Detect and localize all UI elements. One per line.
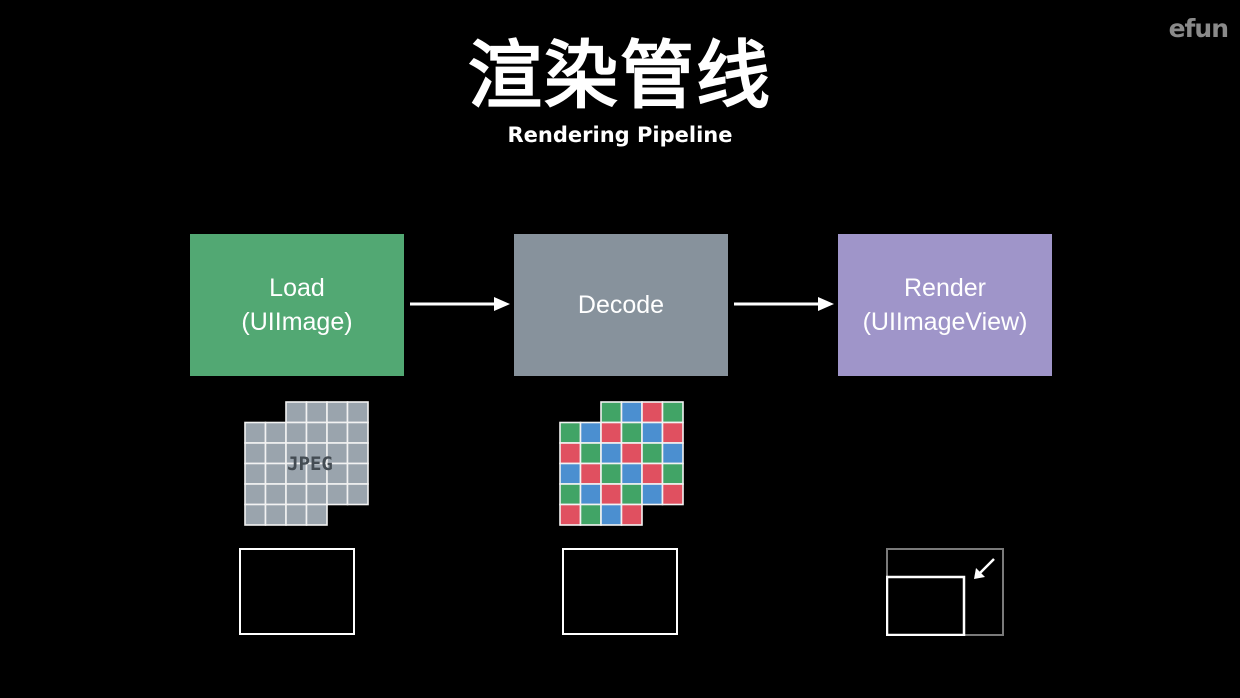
grid-cell — [326, 421, 349, 444]
stage-load: Load (UIImage) — [190, 234, 404, 376]
grid-cell — [641, 483, 664, 506]
grid-cell — [600, 503, 623, 526]
slide-title: 渲染管线 — [468, 33, 772, 119]
decoded-pixel-buffer — [559, 401, 684, 526]
grid-cell — [579, 442, 602, 465]
grid-cell — [244, 442, 267, 465]
grid-cell — [285, 401, 308, 424]
grid-cell — [559, 462, 582, 485]
grid-cell — [244, 503, 267, 526]
frame-placeholder — [239, 548, 355, 635]
grid-cell — [600, 421, 623, 444]
grid-cell — [661, 421, 684, 444]
grid-cell — [620, 442, 643, 465]
jpeg-data-buffer — [244, 401, 369, 526]
arrow-right-icon — [410, 297, 510, 311]
grid-cell — [641, 421, 664, 444]
grid-cell — [559, 483, 582, 506]
stage-render-sublabel: (UIImageView) — [862, 308, 1028, 336]
grid-cell — [661, 483, 684, 506]
stage-render-label: Render — [904, 274, 986, 302]
grid-cell — [620, 503, 643, 526]
grid-cell — [559, 442, 582, 465]
grid-cell — [600, 442, 623, 465]
grid-cell — [600, 462, 623, 485]
grid-cell — [244, 462, 267, 485]
grid-cell — [346, 483, 369, 506]
grid-cell — [579, 483, 602, 506]
grid-cell — [264, 442, 287, 465]
grid-cell — [661, 462, 684, 485]
stage-decode: Decode — [514, 234, 728, 376]
grid-cell — [346, 421, 369, 444]
arrow-right-icon — [734, 297, 834, 311]
grid-cell — [600, 483, 623, 506]
render-frame-icon — [886, 548, 1004, 636]
grid-cell — [285, 503, 308, 526]
grid-cell — [346, 462, 369, 485]
grid-cell — [579, 462, 602, 485]
slide-subtitle: Rendering Pipeline — [507, 123, 733, 147]
grid-cell — [661, 401, 684, 424]
grid-cell — [620, 401, 643, 424]
stage-load-sublabel: (UIImage) — [241, 308, 353, 336]
grid-cell — [264, 483, 287, 506]
grid-cell — [305, 503, 328, 526]
grid-cell — [305, 401, 328, 424]
grid-cell — [326, 483, 349, 506]
grid-cell — [579, 421, 602, 444]
grid-cell — [559, 503, 582, 526]
grid-cell — [264, 421, 287, 444]
grid-cell — [326, 401, 349, 424]
grid-cell — [264, 462, 287, 485]
grid-cell — [285, 483, 308, 506]
stage-render: Render (UIImageView) — [838, 234, 1052, 376]
grid-cell — [620, 421, 643, 444]
grid-cell — [346, 442, 369, 465]
stage-load-label: Load — [269, 274, 325, 302]
grid-cell — [305, 421, 328, 444]
brand-logo: efun — [1168, 14, 1229, 43]
frame-placeholder — [562, 548, 678, 635]
grid-cell — [620, 483, 643, 506]
grid-cell — [346, 401, 369, 424]
stage-decode-label: Decode — [577, 291, 665, 319]
grid-cell — [244, 421, 267, 444]
grid-cell — [641, 462, 664, 485]
grid-cell — [579, 503, 602, 526]
grid-cell — [264, 503, 287, 526]
grid-cell — [661, 442, 684, 465]
grid-cell — [244, 483, 267, 506]
jpeg-label: JPEG — [287, 453, 333, 475]
grid-cell — [641, 442, 664, 465]
grid-cell — [305, 483, 328, 506]
grid-cell — [285, 421, 308, 444]
grid-cell — [600, 401, 623, 424]
grid-cell — [620, 462, 643, 485]
grid-cell — [559, 421, 582, 444]
grid-cell — [641, 401, 664, 424]
